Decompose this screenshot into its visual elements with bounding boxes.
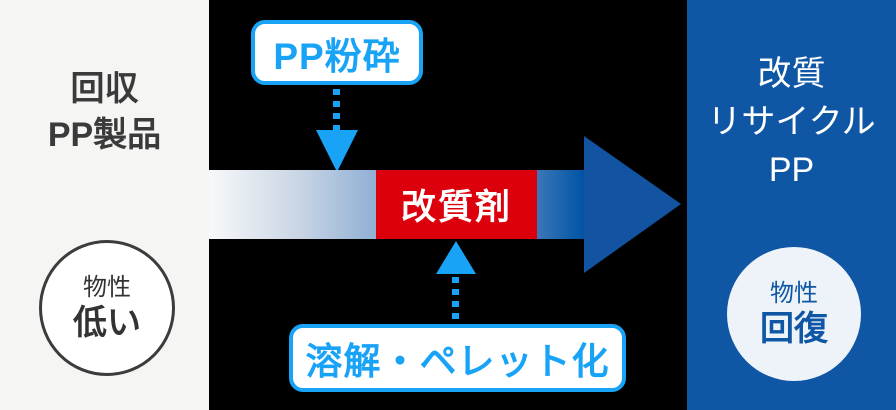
- flow-arrowhead-icon: [584, 136, 681, 273]
- collected-pp-title: 回収 PP製品: [0, 66, 209, 158]
- low-property-badge-label: 物性: [83, 274, 131, 301]
- recovered-property-badge-value: 回復: [760, 310, 828, 348]
- collected-pp-title-line1: 回収: [70, 70, 139, 108]
- down-arrowhead-icon: [316, 130, 358, 172]
- modified-pp-title-line3: PP: [768, 151, 815, 189]
- recovered-property-badge: 物性 回復: [727, 247, 861, 381]
- modifier-box: 改質剤: [376, 170, 537, 239]
- melting-pelletizing-label-text: 溶解・ペレット化: [305, 341, 610, 382]
- pp-crushing-label-text: PP粉砕: [273, 35, 401, 77]
- up-dotted-connector: [452, 277, 459, 322]
- melting-pelletizing-label: 溶解・ペレット化: [289, 324, 626, 392]
- down-dotted-connector: [333, 89, 340, 130]
- low-property-badge: 物性 低い: [39, 240, 175, 376]
- pp-crushing-label: PP粉砕: [251, 20, 423, 85]
- modified-pp-title-line2: リサイクル: [707, 103, 876, 141]
- flow-band-left: [209, 170, 376, 239]
- low-property-badge-value: 低い: [73, 304, 141, 342]
- modified-pp-title: 改質 リサイクル PP: [687, 50, 896, 194]
- modifier-box-text: 改質剤: [400, 188, 512, 227]
- collected-pp-title-line2: PP製品: [47, 116, 162, 154]
- modified-pp-title-line1: 改質: [757, 55, 826, 93]
- recovered-property-badge-label: 物性: [770, 280, 818, 307]
- flow-band-right: [537, 170, 584, 239]
- up-arrowhead-icon: [436, 241, 476, 274]
